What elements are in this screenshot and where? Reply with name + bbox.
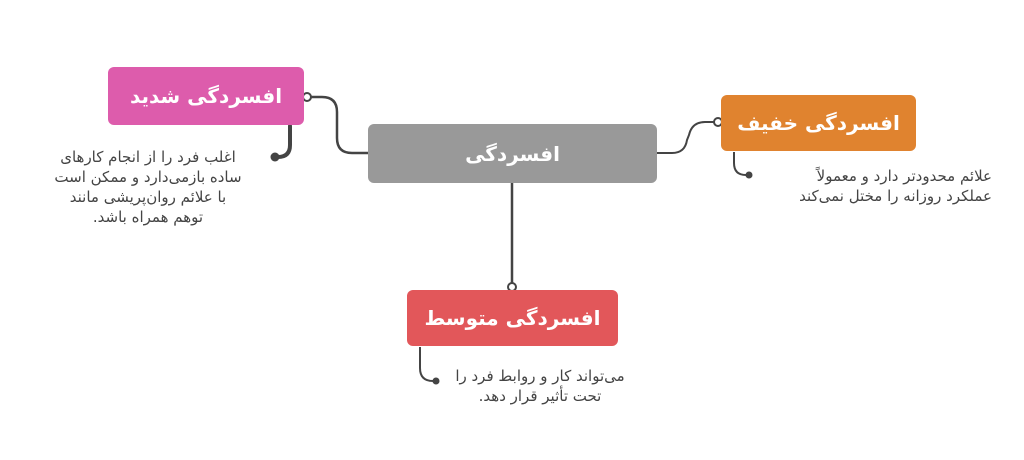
link-moderate-note: [419, 347, 436, 382]
note-line: توهم همراه باشد.: [92, 208, 204, 226]
topic-moderate-depression[interactable]: افسردگی متوسط: [407, 290, 618, 346]
note-moderate-depression[interactable]: می‌تواند کار و روابط فرد را تحت تأثیر قر…: [440, 366, 640, 406]
note-line: می‌تواند کار و روابط فرد را: [455, 367, 625, 385]
link-handle-severe[interactable]: [302, 92, 312, 102]
note-dot-mild: [745, 171, 753, 179]
central-topic[interactable]: افسردگی: [368, 124, 657, 183]
note-line: با علائم روان‌پریشی مانند: [69, 188, 227, 206]
topic-mild-depression[interactable]: افسردگی خفیف: [721, 95, 916, 151]
topic-moderate-label: افسردگی متوسط: [424, 306, 601, 330]
topic-mild-label: افسردگی خفیف: [737, 111, 900, 135]
link-center-mild: [657, 121, 716, 154]
note-line: عملکرد روزانه را مختل نمی‌کند: [799, 187, 992, 205]
topic-severe-depression[interactable]: افسردگی شدید: [108, 67, 304, 125]
central-topic-label: افسردگی: [465, 141, 560, 166]
link-severe-note: [273, 124, 292, 159]
note-severe-depression[interactable]: اغلب فرد را از انجام کارهای ساده بازمی‌د…: [28, 147, 268, 227]
note-line: تحت تأثیر قرار دهد.: [478, 387, 602, 405]
note-line: اغلب فرد را از انجام کارهای: [60, 148, 236, 166]
link-mild-note: [733, 152, 749, 176]
note-line: علائم محدودتر دارد و معمولاً: [816, 167, 992, 185]
note-dot-severe: [270, 152, 280, 162]
note-line: ساده بازمی‌دارد و ممکن است: [54, 168, 242, 186]
topic-severe-label: افسردگی شدید: [129, 84, 283, 108]
link-center-severe: [308, 95, 368, 155]
note-mild-depression[interactable]: علائم محدودتر دارد و معمولاً عملکرد روزا…: [756, 166, 992, 206]
note-dot-moderate: [432, 377, 440, 385]
